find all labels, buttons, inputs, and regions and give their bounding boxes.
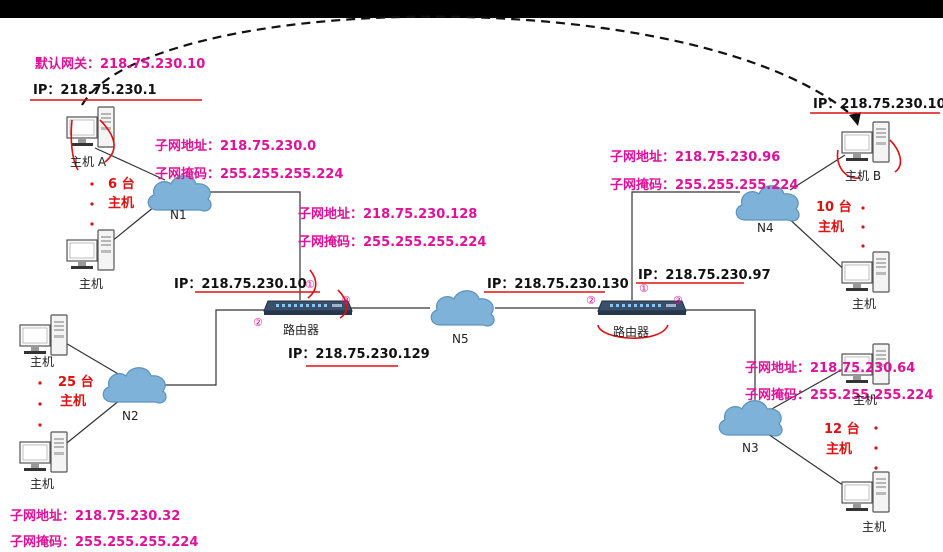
n2-host-top-label: 主机 [30, 355, 54, 369]
ellipsis-dot [874, 446, 878, 450]
ellipsis-dot [38, 423, 42, 427]
router-left-label: 路由器 [283, 322, 319, 337]
dashed-arrow-hostA-to-hostB [81, 15, 856, 119]
router-left-ip-port3: IP：218.75.230.129 [288, 347, 430, 362]
host-a-ip: IP：218.75.230.1 [33, 83, 157, 98]
router-right-ip-port2: IP：218.75.230.130 [487, 277, 629, 292]
ellipsis-dot [874, 426, 878, 430]
router-right-ip-port1: IP：218.75.230.97 [638, 268, 771, 283]
n4-subnet-mask: 子网掩码：255.255.255.224 [610, 177, 798, 193]
router-right-port3: ③ [673, 294, 683, 307]
ellipsis-dot [38, 402, 42, 406]
ellipsis-dot [861, 244, 865, 248]
n2-subnet-mask: 子网掩码：255.255.255.224 [10, 534, 198, 550]
n3-subnet-address: 子网地址：218.75.230.64 [745, 360, 915, 376]
link-n4-host [784, 214, 851, 276]
link-n2-router-left [160, 309, 268, 386]
ellipsis-dot [38, 381, 42, 385]
handwritten-annotations [30, 99, 940, 367]
router-left-ip-port1: IP：218.75.230.10 [174, 277, 307, 292]
router-left-port2: ② [253, 316, 263, 329]
n3-host-count: 12 台 [824, 421, 860, 437]
n3-host-top-label: 主机 [853, 393, 877, 407]
host-b-ip: IP：218.75.230.101 [813, 97, 943, 112]
n1-label: N1 [170, 208, 187, 222]
link-router-right-n3 [680, 309, 756, 405]
arrowhead-icon [849, 112, 861, 126]
n2-label: N2 [122, 409, 139, 423]
link-hostA-n1 [94, 147, 166, 181]
links [51, 147, 851, 491]
host-a-gateway: 默认网关：218.75.230.10 [35, 56, 205, 72]
canvas-background [0, 18, 943, 552]
n4-subnet-address: 子网地址：218.75.230.96 [610, 149, 780, 165]
n1-subnet-address: 子网地址：218.75.230.0 [155, 138, 316, 154]
n5-subnet-address: 子网地址：218.75.230.128 [298, 206, 477, 222]
n4-host-count-unit: 主机 [818, 219, 844, 235]
link-n1-router-left [205, 191, 301, 300]
ellipsis-dot [874, 466, 878, 470]
ellipsis-dot [90, 222, 94, 226]
n4-host-count: 10 台 [816, 199, 852, 215]
ellipsis-dot [90, 202, 94, 206]
link-n3-host-bottom [764, 431, 851, 491]
top-black-bar [0, 0, 943, 18]
n3-host-bottom-label: 主机 [862, 520, 886, 534]
n5-subnet-mask: 子网掩码：255.255.255.224 [298, 234, 486, 250]
n3-subnet-mask: 子网掩码：255.255.255.224 [745, 387, 933, 403]
link-n3-host-top [769, 364, 851, 411]
ellipsis-dot [861, 206, 865, 210]
n2-host-count-unit: 主机 [60, 393, 86, 409]
n2-subnet-address: 子网地址：218.75.230.32 [10, 508, 180, 524]
host-b-label: 主机 B [845, 169, 881, 183]
n1-host-count-unit: 主机 [108, 195, 134, 211]
n1-host-label: 主机 [79, 277, 103, 291]
router-left-icon [263, 300, 353, 316]
link-router-right-n4 [631, 191, 740, 300]
n1-host-count: 6 台 [108, 176, 135, 192]
router-left-port1: ① [305, 278, 315, 291]
router-right-port2: ② [586, 294, 596, 307]
ellipsis-dot [90, 182, 94, 186]
router-right-port1: ① [639, 282, 649, 295]
ellipsis-dot [861, 225, 865, 229]
n4-label: N4 [757, 221, 774, 235]
router-left-port3: ③ [341, 294, 351, 307]
n1-subnet-mask: 子网掩码：255.255.255.224 [155, 166, 343, 182]
router-right-label: 路由器 [613, 324, 649, 339]
n4-host-label: 主机 [852, 297, 876, 311]
n3-host-count-unit: 主机 [826, 441, 852, 457]
link-n4-hostB [789, 154, 846, 191]
n2-host-count: 25 台 [58, 374, 94, 390]
host-a-label: 主机 A [70, 155, 107, 169]
n3-label: N3 [742, 441, 759, 455]
n5-label: N5 [452, 332, 469, 346]
n2-host-bottom-label: 主机 [30, 477, 54, 491]
